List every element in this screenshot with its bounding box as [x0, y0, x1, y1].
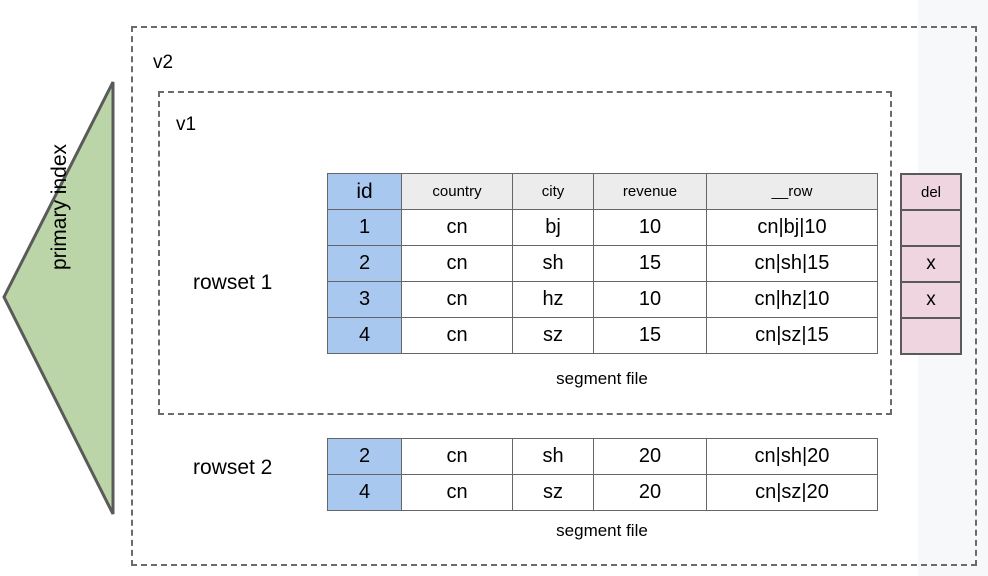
column-header-country: country — [401, 173, 513, 210]
cell-revenue: 10 — [593, 209, 707, 246]
delete-mark-1 — [900, 209, 962, 247]
table-row: 4 cn sz 20 cn|sz|20 — [327, 474, 878, 511]
cell-row: cn|sh|20 — [706, 438, 878, 475]
table-row: 3 cn hz 10 cn|hz|10 — [327, 281, 878, 318]
delete-cell-row — [900, 317, 962, 355]
rowset-2-label: rowset 2 — [193, 456, 273, 479]
cell-revenue: 15 — [593, 245, 707, 282]
cell-revenue: 20 — [593, 438, 707, 475]
segment-file-caption-2: segment file — [556, 521, 648, 540]
segment-file-caption-1: segment file — [556, 369, 648, 388]
delete-header-row: del — [900, 173, 962, 211]
cell-country: cn — [401, 209, 513, 246]
cell-city: sz — [512, 317, 594, 354]
delete-mark-4 — [900, 317, 962, 355]
container-v1 — [158, 91, 892, 415]
cell-row: cn|sz|15 — [706, 317, 878, 354]
cell-country: cn — [401, 281, 513, 318]
table-row: 2 cn sh 20 cn|sh|20 — [327, 438, 878, 475]
cell-id: 1 — [327, 209, 402, 246]
cell-city: sz — [512, 474, 594, 511]
cell-country: cn — [401, 245, 513, 282]
delete-mark-2: x — [900, 245, 962, 283]
table-row: 2 cn sh 15 cn|sh|15 — [327, 245, 878, 282]
column-header-city: city — [512, 173, 594, 210]
rowset-2-table: 2 cn sh 20 cn|sh|20 4 cn sz 20 cn|sz|20 — [327, 438, 878, 511]
cell-city: bj — [512, 209, 594, 246]
delete-cell-row — [900, 209, 962, 247]
column-header-row: __row — [706, 173, 878, 210]
primary-index-triangle — [2, 81, 115, 515]
cell-row: cn|sh|15 — [706, 245, 878, 282]
cell-id: 4 — [327, 474, 402, 511]
delete-column-header: del — [900, 173, 962, 211]
cell-revenue: 10 — [593, 281, 707, 318]
cell-row: cn|sz|20 — [706, 474, 878, 511]
cell-row: cn|bj|10 — [706, 209, 878, 246]
cell-country: cn — [401, 317, 513, 354]
cell-city: sh — [512, 438, 594, 475]
container-v1-label: v1 — [176, 114, 197, 135]
cell-revenue: 15 — [593, 317, 707, 354]
rowset-1-label: rowset 1 — [193, 271, 273, 294]
cell-id: 4 — [327, 317, 402, 354]
cell-id: 3 — [327, 281, 402, 318]
table-header-row: id country city revenue __row — [327, 173, 878, 210]
cell-city: hz — [512, 281, 594, 318]
cell-id: 2 — [327, 245, 402, 282]
cell-country: cn — [401, 438, 513, 475]
table-row: 1 cn bj 10 cn|bj|10 — [327, 209, 878, 246]
delete-cell-row: x — [900, 281, 962, 319]
table-row: 4 cn sz 15 cn|sz|15 — [327, 317, 878, 354]
cell-id: 2 — [327, 438, 402, 475]
container-v2 — [131, 26, 977, 566]
delete-marker-column: del x x — [900, 173, 962, 355]
delete-mark-3: x — [900, 281, 962, 319]
rowset-1-table: id country city revenue __row 1 cn bj 10… — [327, 173, 878, 354]
cell-row: cn|hz|10 — [706, 281, 878, 318]
cell-city: sh — [512, 245, 594, 282]
container-v2-label: v2 — [153, 52, 174, 73]
column-header-id: id — [327, 173, 402, 210]
column-header-revenue: revenue — [593, 173, 707, 210]
delete-cell-row: x — [900, 245, 962, 283]
cell-revenue: 20 — [593, 474, 707, 511]
cell-country: cn — [401, 474, 513, 511]
